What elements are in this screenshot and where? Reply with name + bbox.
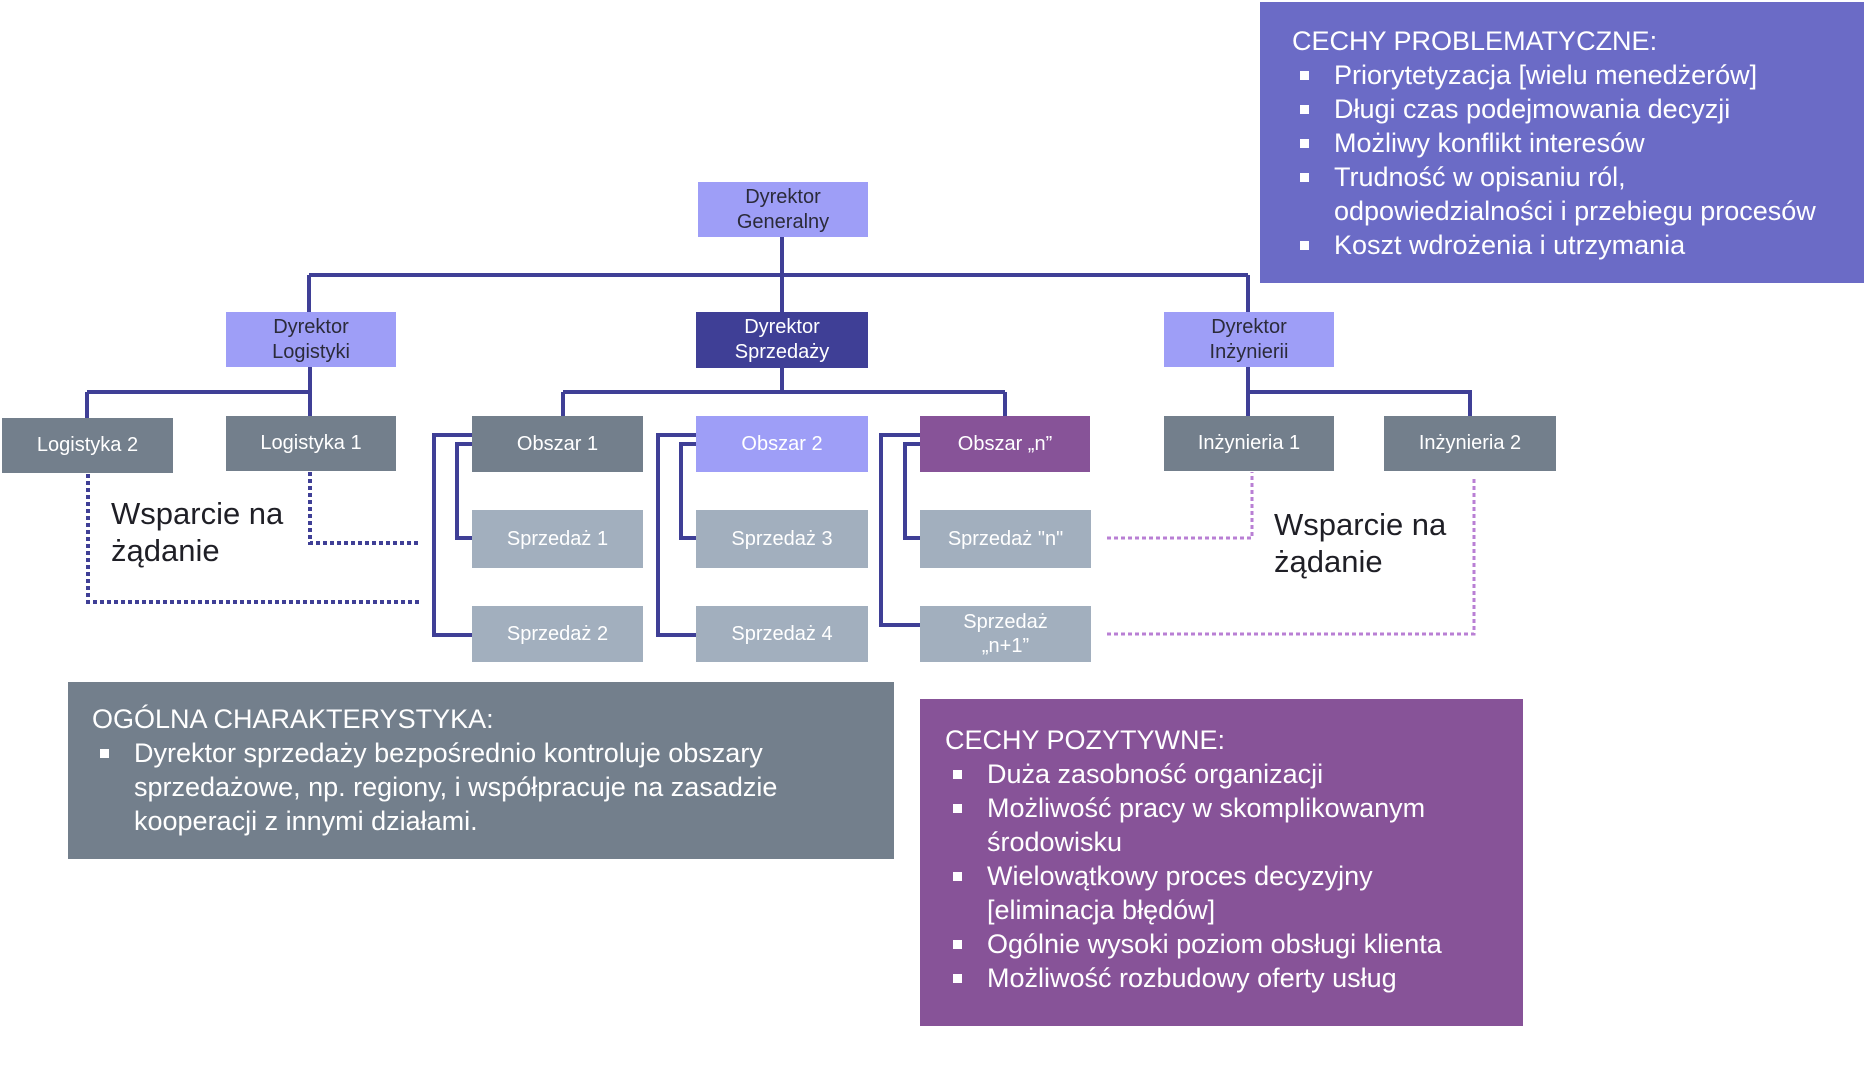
support-label-logistics: Wsparcie na żądanie [111, 496, 284, 568]
node-label: Logistyka 1 [260, 432, 362, 454]
bullet-icon [1300, 105, 1309, 114]
node-label: Sprzedaż „n+1” [963, 611, 1048, 657]
bullet-icon [953, 872, 962, 881]
panel-title: CECHY POZYTYWNE: [945, 725, 1226, 755]
node-label: Sprzedaż 3 [731, 527, 833, 550]
support-label-engineering: Wsparcie na żądanie [1274, 507, 1447, 579]
node-sales-n[interactable]: Sprzedaż "n" [920, 510, 1091, 568]
bullet-icon [1300, 173, 1309, 182]
node-sales-n-plus-1[interactable]: Sprzedaż „n+1” [920, 606, 1091, 662]
list-item: Możliwość rozbudowy oferty usług [945, 961, 1523, 995]
list-item: Priorytetyzacja [wielu menedżerów] [1292, 58, 1864, 92]
node-director-engineering[interactable]: Dyrektor Inżynierii [1164, 312, 1334, 367]
node-sales-1[interactable]: Sprzedaż 1 [472, 510, 643, 568]
support-lines-logistics [86, 472, 421, 604]
list-item: Ogólnie wysoki poziom obsługi klienta [945, 927, 1523, 961]
arean-connector [879, 433, 920, 627]
area1-connector [432, 433, 472, 637]
node-label: Obszar 1 [516, 432, 599, 455]
list-item: Dyrektor sprzedaży bezpośrednio kontrolu… [92, 736, 894, 838]
node-area-2[interactable]: Obszar 2 [696, 416, 868, 472]
node-ceo[interactable]: Dyrektor Generalny [698, 182, 868, 237]
list-item: Trudność w opisaniu ról, odpowiedzialnoś… [1292, 160, 1864, 228]
panel-list: Dyrektor sprzedaży bezpośrednio kontrolu… [92, 736, 894, 838]
panel-list: Priorytetyzacja [wielu menedżerów] Długi… [1292, 58, 1864, 262]
logistics-connector [85, 367, 312, 418]
bullet-icon [100, 749, 109, 758]
node-label: Obszar „n” [957, 432, 1053, 455]
node-area-1[interactable]: Obszar 1 [472, 416, 643, 472]
node-label: Dyrektor Logistyki [272, 315, 350, 363]
bullet-icon [953, 940, 962, 949]
bullet-icon [1300, 71, 1309, 80]
panel-positive-features: CECHY POZYTYWNE: Duża zasobność organiza… [920, 699, 1523, 1026]
panel-title: CECHY PROBLEMATYCZNE: [1292, 26, 1658, 56]
node-label: Obszar 2 [741, 432, 823, 455]
node-logistics-2[interactable]: Logistyka 2 [2, 418, 173, 473]
bullet-icon [953, 974, 962, 983]
node-label: Sprzedaż 1 [506, 527, 609, 550]
bullet-icon [953, 804, 962, 813]
panel-list: Duża zasobność organizacji Możliwość pra… [945, 757, 1523, 995]
node-label: Inżynieria 2 [1418, 432, 1522, 454]
sales-connector [561, 390, 1007, 416]
node-label: Sprzedaż "n" [947, 527, 1064, 550]
node-label: Sprzedaż 2 [506, 622, 609, 645]
node-label: Inżynieria 1 [1197, 432, 1301, 454]
node-sales-2[interactable]: Sprzedaż 2 [472, 606, 643, 662]
list-item: Możliwy konflikt interesów [1292, 126, 1864, 160]
list-item: Możliwość pracy w skomplikowanym środowi… [945, 791, 1523, 859]
node-logistics-1[interactable]: Logistyka 1 [226, 416, 396, 471]
node-director-logistics[interactable]: Dyrektor Logistyki [226, 312, 396, 367]
bullet-icon [1300, 241, 1309, 250]
node-engineering-2[interactable]: Inżynieria 2 [1384, 416, 1556, 471]
support-lines-engineering [1107, 472, 1476, 636]
node-label: Dyrektor Inżynierii [1209, 315, 1289, 363]
list-item: Koszt wdrożenia i utrzymania [1292, 228, 1864, 262]
bullet-icon [1300, 139, 1309, 148]
node-label: Dyrektor Sprzedaży [734, 316, 830, 363]
panel-problematic-features: CECHY PROBLEMATYCZNE: Priorytetyzacja [w… [1260, 2, 1864, 283]
node-label: Logistyka 2 [36, 434, 139, 456]
node-sales-3[interactable]: Sprzedaż 3 [696, 510, 868, 568]
list-item: Wielowątkowy proces decyzyjny [eliminacj… [945, 859, 1523, 927]
list-item: Długi czas podejmowania decyzji [1292, 92, 1864, 126]
list-item: Duża zasobność organizacji [945, 757, 1523, 791]
node-label: Dyrektor Generalny [736, 185, 830, 233]
node-director-sales[interactable]: Dyrektor Sprzedaży [696, 312, 868, 368]
engineering-connector [1246, 367, 1472, 416]
node-engineering-1[interactable]: Inżynieria 1 [1164, 416, 1334, 471]
panel-general-characteristics: OGÓLNA CHARAKTERYSTYKA: Dyrektor sprzeda… [68, 682, 894, 859]
node-area-n[interactable]: Obszar „n” [920, 416, 1090, 472]
area2-connector [656, 433, 696, 637]
bullet-icon [953, 770, 962, 779]
panel-title: OGÓLNA CHARAKTERYSTYKA: [92, 704, 494, 734]
node-sales-4[interactable]: Sprzedaż 4 [696, 606, 868, 662]
node-label: Sprzedaż 4 [731, 622, 833, 645]
